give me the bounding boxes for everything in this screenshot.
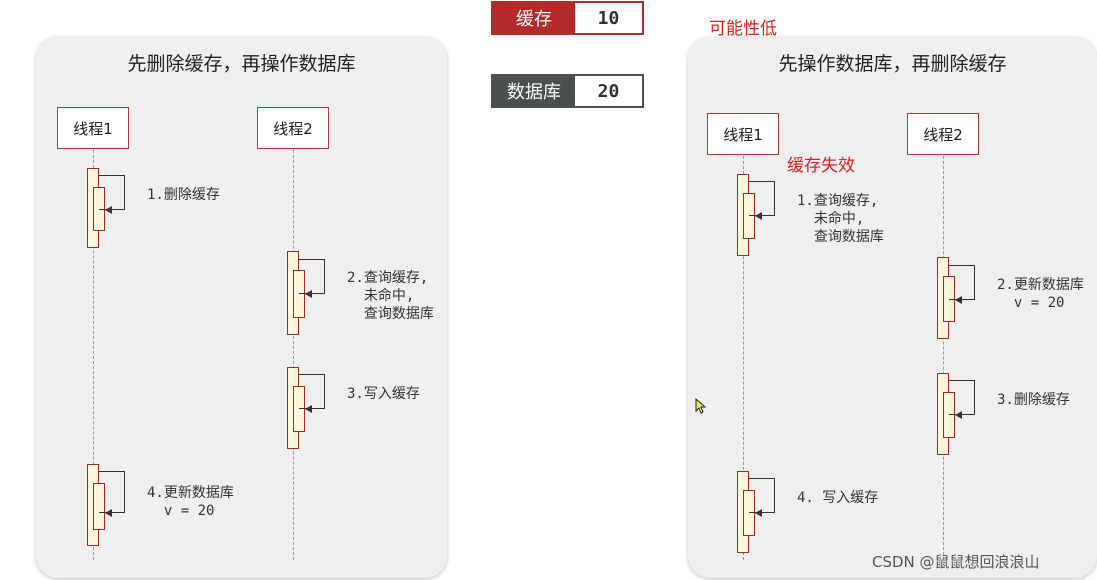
right-thread1-lifeline	[743, 156, 744, 560]
right-step-1: 1.查询缓存, 未命中, 查询数据库	[797, 193, 884, 245]
left-panel-title: 先删除缓存，再操作数据库	[127, 53, 356, 75]
right-arrowhead-1	[755, 212, 762, 220]
right-self-call-2	[949, 265, 975, 300]
mouse-cursor-icon	[695, 397, 707, 414]
left-arrowhead-2	[305, 290, 312, 298]
left-step-3: 3.写入缓存	[347, 386, 420, 402]
right-arrowhead-4	[755, 509, 762, 517]
left-thread2-box: 线程2	[257, 107, 329, 149]
left-arrowhead-4	[105, 509, 112, 517]
left-step-4: 4.更新数据库 v = 20	[147, 485, 234, 519]
right-self-call-4	[749, 478, 775, 513]
right-arrowhead-3	[955, 411, 962, 419]
right-thread1-box: 线程1	[707, 113, 779, 155]
watermark: CSDN @鼠鼠想回浪浪山	[872, 553, 1040, 571]
left-self-call-3	[299, 374, 325, 409]
left-arrowhead-3	[305, 405, 312, 413]
left-step-2: 2.查询缓存, 未命中, 查询数据库	[347, 270, 434, 322]
right-self-call-1	[749, 181, 775, 216]
right-activation-4-inner	[743, 490, 755, 536]
db-counter: 数据库 20	[491, 74, 644, 108]
left-thread1-box: 线程1	[57, 107, 129, 149]
right-thread2-box: 线程2	[907, 113, 979, 155]
cache-counter-value: 10	[575, 3, 642, 33]
db-counter-label: 数据库	[493, 76, 575, 106]
right-activation-3-inner	[943, 392, 955, 438]
left-self-call-4	[99, 471, 125, 513]
low-probability-note: 可能性低	[709, 19, 777, 39]
right-self-call-3	[949, 380, 975, 415]
left-thread1-lifeline	[93, 150, 94, 560]
right-panel-title: 先操作数据库，再删除缓存	[778, 53, 1007, 75]
left-step-1: 1.删除缓存	[147, 187, 220, 203]
left-thread2-lifeline	[293, 150, 294, 560]
left-self-call-2	[299, 259, 325, 294]
cache-counter-label: 缓存	[493, 3, 575, 33]
right-arrowhead-2	[955, 296, 962, 304]
left-activation-2-inner	[293, 270, 305, 318]
right-step-2: 2.更新数据库 v = 20	[997, 277, 1084, 311]
left-arrowhead-1	[105, 206, 112, 214]
left-activation-3-inner	[293, 386, 305, 432]
right-activation-1-inner	[743, 193, 755, 239]
right-thread2-lifeline	[943, 156, 944, 560]
cache-invalid-note: 缓存失效	[787, 156, 855, 176]
left-self-call-1	[99, 175, 125, 210]
right-step-4: 4. 写入缓存	[797, 490, 879, 506]
cache-counter: 缓存 10	[491, 1, 644, 35]
db-counter-value: 20	[575, 76, 642, 106]
right-step-3: 3.删除缓存	[997, 392, 1070, 408]
left-activation-4-inner	[93, 483, 105, 530]
